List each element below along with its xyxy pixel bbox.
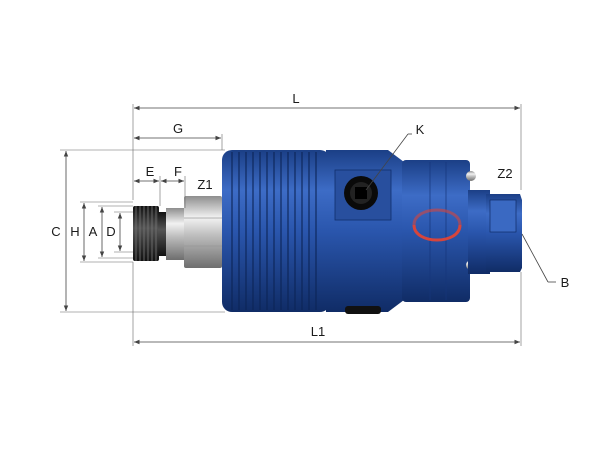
part-drawing [133, 150, 522, 314]
metal-sleeve [166, 208, 186, 260]
dim-label-f: F [174, 164, 182, 179]
o-ring-collar [158, 212, 166, 256]
dim-label-e: E [146, 164, 155, 179]
dim-label-b: B [561, 275, 570, 290]
dim-label-a: A [89, 224, 98, 239]
bottom-drain-port [345, 306, 381, 314]
thread-ridges [135, 206, 157, 261]
port-label-z2: Z2 [497, 166, 512, 181]
finned-body [222, 150, 330, 312]
leader-k [365, 133, 409, 191]
rotation-arrow-icon [412, 208, 462, 242]
dim-label-d: D [106, 224, 115, 239]
outlet-spindle [468, 190, 490, 274]
leader-b [521, 233, 549, 283]
flange-grooves [429, 162, 447, 300]
port-label-z1: Z1 [197, 177, 212, 192]
dim-label-l: L [292, 91, 299, 106]
dim-label-l1: L1 [311, 324, 325, 339]
dim-label-c: C [51, 224, 60, 239]
dimensions: L G E F Z1 K Z2 B L1 C [51, 91, 569, 346]
flange-bolt-top [466, 171, 476, 181]
hex-nut [184, 196, 222, 268]
threaded-inlet [133, 206, 159, 261]
dim-label-g: G [173, 121, 183, 136]
dim-label-k: K [416, 122, 425, 137]
rotor-flange [402, 160, 470, 302]
cooling-fins [231, 152, 317, 310]
dim-label-h: H [70, 224, 79, 239]
